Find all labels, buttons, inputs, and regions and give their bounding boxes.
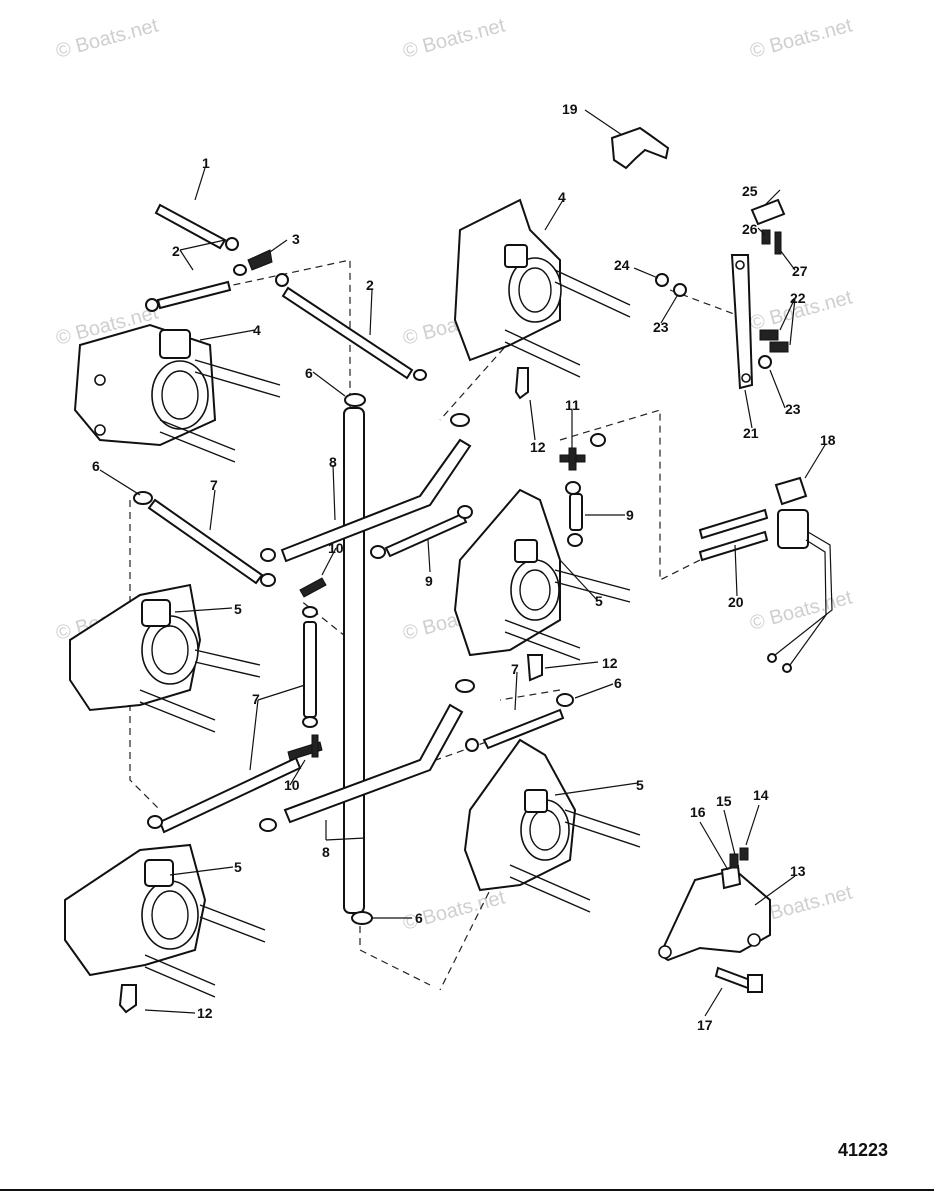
callout-12: 12 — [530, 439, 546, 455]
callout-7: 7 — [252, 691, 260, 707]
callout-3: 3 — [292, 231, 300, 247]
watermark: © Boats.net — [54, 14, 161, 62]
callout-10: 10 — [328, 540, 344, 556]
primer-solenoid-18 — [767, 476, 833, 673]
callout-24: 24 — [614, 257, 630, 273]
watermarks: © Boats.net © Boats.net © Boats.net © Bo… — [54, 14, 855, 934]
callout-6: 6 — [305, 365, 313, 381]
callout-19: 19 — [562, 101, 578, 117]
callout-4: 4 — [558, 189, 566, 205]
callout-7: 7 — [210, 477, 218, 493]
callout-5: 5 — [234, 859, 242, 875]
callout-2: 2 — [172, 243, 180, 259]
callout-12: 12 — [602, 655, 618, 671]
callout-labels: 1 2 2 3 4 4 5 5 5 5 6 6 6 6 7 7 7 8 8 9 … — [92, 101, 836, 1033]
callout-27: 27 — [792, 263, 808, 279]
callout-18: 18 — [820, 432, 836, 448]
callout-6: 6 — [92, 458, 100, 474]
fuel-hoses — [147, 203, 769, 914]
brackets-12 — [118, 367, 543, 1014]
callout-13: 13 — [790, 863, 806, 879]
callout-14: 14 — [753, 787, 769, 803]
callout-9: 9 — [626, 507, 634, 523]
hose-clamps — [133, 237, 606, 925]
carburetor-bottom-left — [64, 843, 266, 998]
callout-6: 6 — [614, 675, 622, 691]
callout-7: 7 — [511, 661, 519, 677]
carburetor-middle-left — [69, 583, 261, 733]
callout-4: 4 — [253, 322, 261, 338]
clamp-19 — [610, 126, 670, 170]
callout-16: 16 — [690, 804, 706, 820]
callout-5: 5 — [234, 601, 242, 617]
link-arm-21 — [655, 198, 789, 390]
callout-11: 11 — [565, 397, 580, 413]
watermark: © Boats.net — [401, 14, 508, 62]
callout-1: 1 — [202, 155, 210, 171]
callout-9: 9 — [425, 573, 433, 589]
callout-17: 17 — [697, 1017, 713, 1033]
callout-20: 20 — [728, 594, 744, 610]
callout-26: 26 — [742, 221, 758, 237]
watermark: © Boats.net — [748, 586, 855, 634]
watermark: © Boats.net — [748, 14, 855, 62]
carburetor-bottom-right — [463, 738, 641, 913]
callout-8: 8 — [329, 454, 337, 470]
bracket-plate-13 — [658, 847, 771, 993]
carburetor-middle-right — [453, 488, 631, 661]
callout-15: 15 — [716, 793, 732, 809]
callout-25: 25 — [742, 183, 758, 199]
callout-23: 23 — [785, 401, 801, 417]
callout-21: 21 — [743, 425, 759, 441]
callout-5: 5 — [636, 777, 644, 793]
callout-12: 12 — [197, 1005, 213, 1021]
callout-2: 2 — [366, 277, 374, 293]
callout-22: 22 — [790, 290, 806, 306]
figure-number: 41223 — [838, 1140, 888, 1160]
callout-8: 8 — [322, 844, 330, 860]
carburetor-top-left — [73, 323, 281, 463]
leader-lines — [99, 109, 826, 1017]
carburetor-top-right — [453, 198, 631, 378]
callout-6: 6 — [415, 910, 423, 926]
callout-5: 5 — [595, 593, 603, 609]
callout-10: 10 — [284, 777, 300, 793]
callout-23: 23 — [653, 319, 669, 335]
